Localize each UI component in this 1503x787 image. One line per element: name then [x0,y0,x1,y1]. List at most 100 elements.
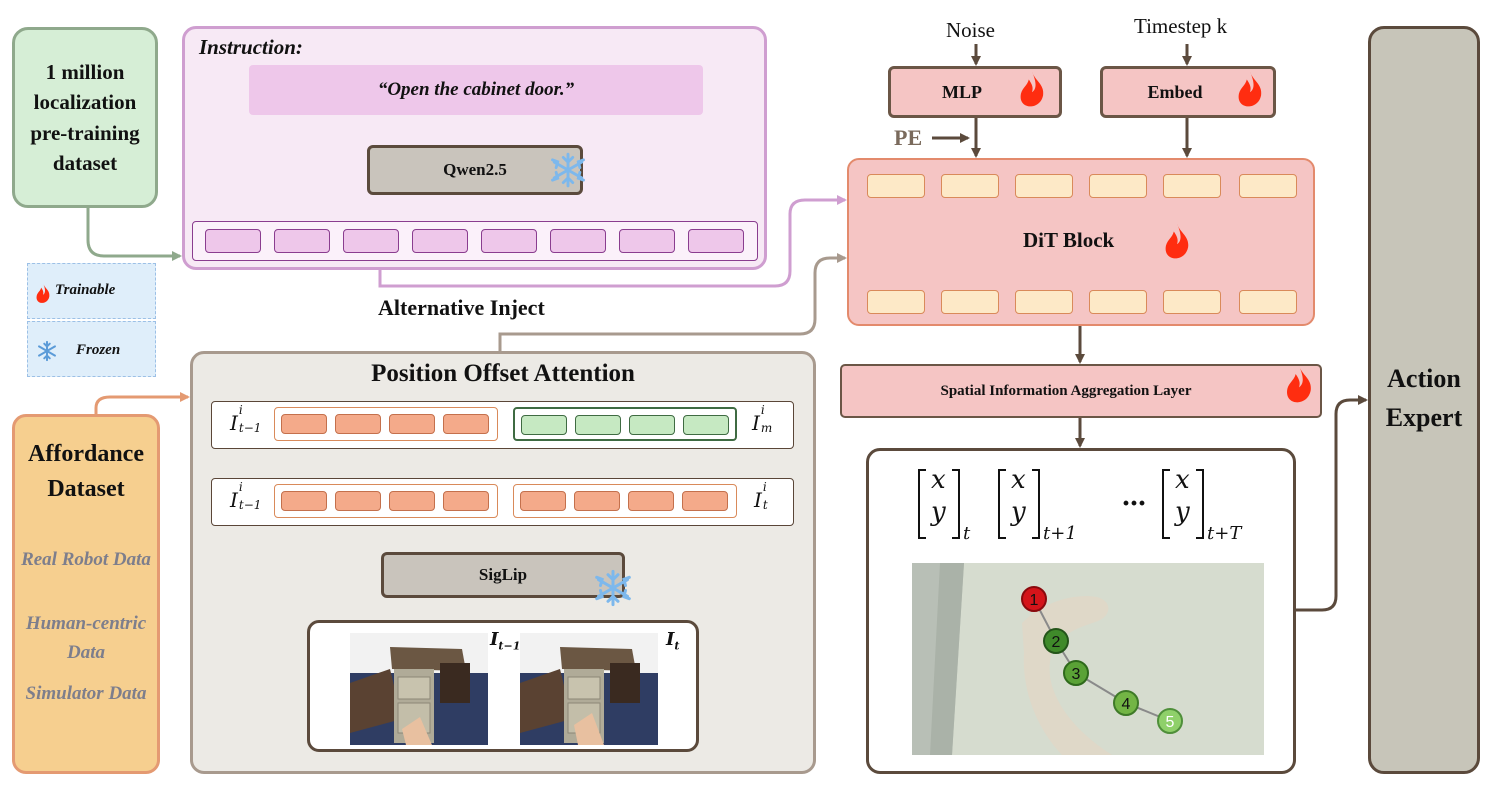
affordance-title: Affordance Dataset [28,441,144,502]
latent-token [867,174,925,198]
instruction-prompt: “Open the cabinet door.” [249,65,703,115]
timestep-label: Timestep k [1134,14,1228,38]
frame-prev-label: It−1 [490,629,521,653]
siglip-encoder-label: SigLip [478,565,528,584]
frame-curr-label: It [666,629,680,653]
coord-vector-t: x y t [917,465,977,547]
latent-token [1089,290,1147,314]
image-token [628,491,674,511]
text-token [688,229,744,253]
latent-token [941,290,999,314]
instruction-panel: Instruction: “Open the cabinet door.” Qw… [182,26,767,270]
qwen-encoder: Qwen2.5 [367,145,583,195]
image-token [574,491,620,511]
action-expert-label: Action Expert [1385,364,1463,432]
image-token [335,491,381,511]
dit-block-label: DiT Block [1023,228,1115,252]
waypoint-label: 2 [1052,634,1061,651]
waypoint-label: 3 [1072,666,1081,683]
latent-token [1163,290,1221,314]
pe-label: PE [894,125,923,150]
trajectory-waypoint: 4 [1113,690,1139,716]
snowflake-icon [38,340,56,362]
curr-frame-tokens [513,484,737,518]
siglip-encoder: SigLip [381,552,625,598]
text-token [619,229,675,253]
image-token [281,414,327,434]
motion-tokens [513,407,737,441]
legend-frozen: Frozen [27,321,156,377]
latent-token [1015,290,1073,314]
ellipsis: ··· [1121,487,1147,520]
input-frames-box: It−1 It [307,620,699,752]
trajectory-waypoint: 5 [1157,708,1183,734]
motion-token [575,415,621,435]
waypoint-label: 4 [1122,696,1131,713]
motion-token [629,415,675,435]
affordance-dataset-box: Affordance Dataset Real Robot Data Human… [12,414,160,774]
poa-title: Position Offset Attention [371,360,635,387]
motion-token [683,415,729,435]
prev-frame-tokens [274,484,498,518]
fire-icon [1287,365,1311,403]
latent-token [1239,290,1297,314]
waypoint-label: 5 [1166,714,1175,731]
image-token [335,414,381,434]
coord-vector-tT: x y t+T [1161,465,1281,547]
noise-label: Noise [946,18,995,42]
fire-icon [36,283,50,303]
image-token [520,491,566,511]
trajectory-waypoint: 2 [1043,628,1069,654]
instruction-token-row [192,221,758,261]
instruction-title: Instruction: [199,35,303,59]
affordance-item-simulator: Simulator Data [25,683,147,704]
text-token [550,229,606,253]
latent-token [1089,174,1147,198]
spatial-aggregation-label: Spatial Information Aggregation Layer [940,382,1192,399]
snowflake-icon [595,569,631,607]
mlp-label: MLP [942,81,982,102]
dit-block: DiT Block [847,158,1315,326]
latent-token [941,174,999,198]
text-token [205,229,261,253]
latent-token [1239,174,1297,198]
latent-token [1163,174,1221,198]
prev-frame-tokens [274,407,498,441]
trajectory-waypoint: 1 [1021,586,1047,612]
text-token [481,229,537,253]
frame-curr-image [520,633,658,745]
affordance-item-real-robot: Real Robot Data [21,549,151,570]
text-token [274,229,330,253]
affordance-item-human-centric: Human-centric Data [25,613,147,664]
snowflake-icon [551,152,585,188]
legend-trainable-label: Trainable [55,282,116,298]
legend-frozen-label: Frozen [76,342,121,358]
legend-trainable: Trainable [27,263,156,319]
pretrain-dataset-label: 1 million localization pre-training data… [30,59,140,175]
pretrain-dataset-box: 1 million localization pre-training data… [12,27,158,208]
fire-icon [1020,71,1044,107]
image-token [443,414,489,434]
instruction-prompt-text: “Open the cabinet door.” [377,79,575,100]
action-expert-block: Action Expert [1368,26,1480,774]
spatial-aggregation-layer: Spatial Information Aggregation Layer [840,364,1322,418]
text-token [412,229,468,253]
motion-token [521,415,567,435]
qwen-encoder-label: Qwen2.5 [443,160,507,179]
fire-icon [1165,223,1189,259]
alternative-inject-label: Alternative Inject [378,295,545,320]
image-token [281,491,327,511]
image-token [389,491,435,511]
coord-vector-t1: x y t+1 [997,465,1117,547]
embed-label: Embed [1147,81,1203,102]
latent-token [1015,174,1073,198]
image-token [682,491,728,511]
